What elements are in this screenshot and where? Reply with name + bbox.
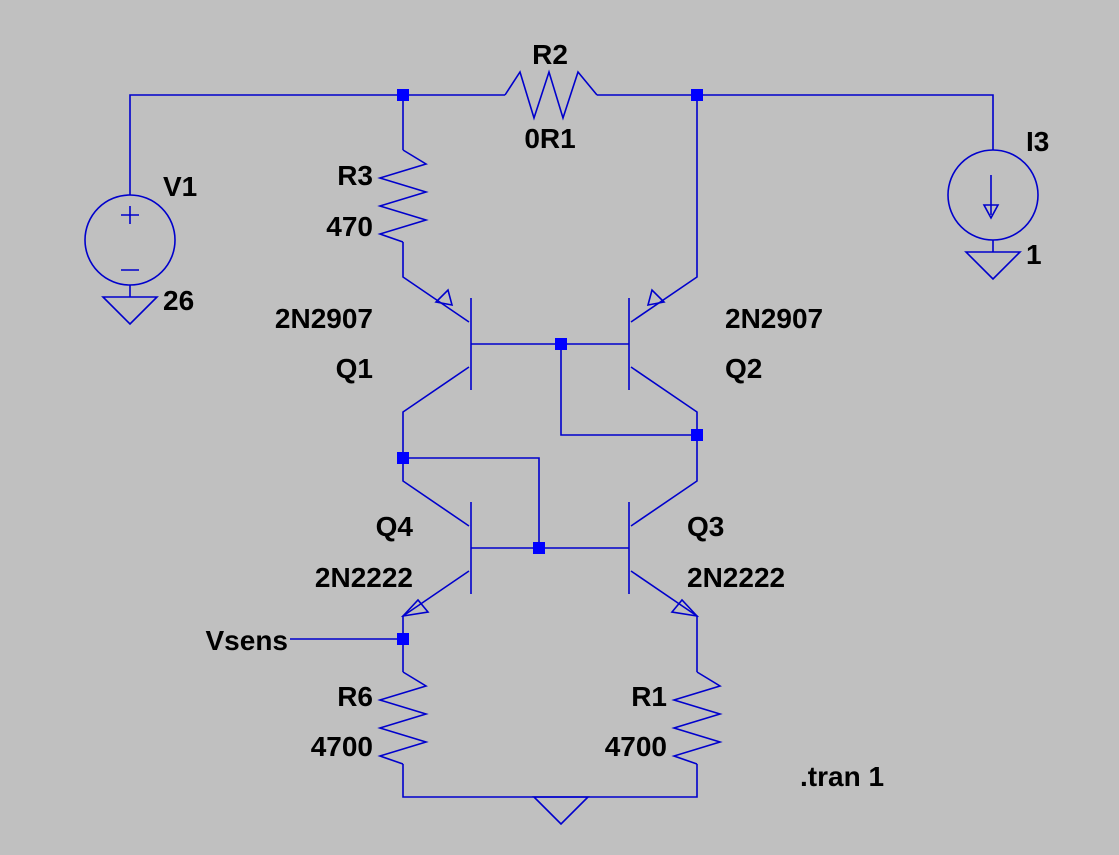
wire-q1-collector[interactable] (402, 366, 470, 527)
q4-name-label: Q4 (376, 511, 414, 542)
voltage-source-v1[interactable] (84, 194, 176, 297)
ground-icon-bottom (532, 796, 590, 826)
r1-name-label: R1 (631, 681, 667, 712)
wire-bottom[interactable] (402, 764, 698, 798)
ground-icon-v1 (101, 296, 159, 326)
resistor-r3[interactable] (377, 149, 429, 243)
q2-name-label: Q2 (725, 353, 762, 384)
transistor-q1[interactable] (434, 288, 472, 390)
r6-name-label: R6 (337, 681, 373, 712)
r3-value-label: 470 (326, 211, 373, 242)
i3-name-label: I3 (1026, 126, 1049, 157)
i3-value-label: 1 (1026, 239, 1042, 270)
junction-dot (533, 542, 545, 554)
r2-value-label: 0R1 (524, 123, 575, 154)
resistor-r1[interactable] (671, 671, 723, 765)
tran-directive[interactable]: .tran 1 (800, 761, 884, 792)
r1-value-label: 4700 (605, 731, 667, 762)
ground-icon-i3 (964, 251, 1022, 281)
wire-q2-collector[interactable] (630, 366, 698, 527)
junction-dot (397, 633, 409, 645)
q4-model-label: 2N2222 (315, 562, 413, 593)
transistor-q3[interactable] (628, 502, 700, 618)
q1-model-label: 2N2907 (275, 303, 373, 334)
q2-model-label: 2N2907 (725, 303, 823, 334)
junction-dot (691, 89, 703, 101)
wire-r3-q1-emitter[interactable] (402, 242, 470, 323)
wire-q2-emitter[interactable] (630, 95, 698, 323)
vsens-net-label: Vsens (206, 625, 289, 656)
junction-dot (397, 452, 409, 464)
wire-v1-top[interactable] (129, 94, 505, 195)
junctions (397, 89, 703, 645)
junction-dot (555, 338, 567, 350)
v1-name-label: V1 (163, 171, 197, 202)
wire-r2-right[interactable] (597, 94, 994, 150)
resistor-r2[interactable] (504, 69, 598, 121)
v1-value-label: 26 (163, 285, 194, 316)
junction-dot (397, 89, 409, 101)
r6-value-label: 4700 (311, 731, 373, 762)
r3-name-label: R3 (337, 160, 373, 191)
wires (129, 94, 994, 798)
resistor-r6[interactable] (377, 671, 429, 765)
transistor-q2[interactable] (628, 288, 666, 390)
wire-q2-base-collector[interactable] (560, 344, 697, 436)
wire-q4-collector-base[interactable] (403, 457, 540, 548)
r2-name-label: R2 (532, 39, 568, 70)
q1-name-label: Q1 (336, 353, 373, 384)
q3-model-label: 2N2222 (687, 562, 785, 593)
transistor-q4[interactable] (400, 502, 472, 618)
current-source-i3[interactable] (947, 149, 1039, 252)
junction-dot (691, 429, 703, 441)
q3-name-label: Q3 (687, 511, 724, 542)
